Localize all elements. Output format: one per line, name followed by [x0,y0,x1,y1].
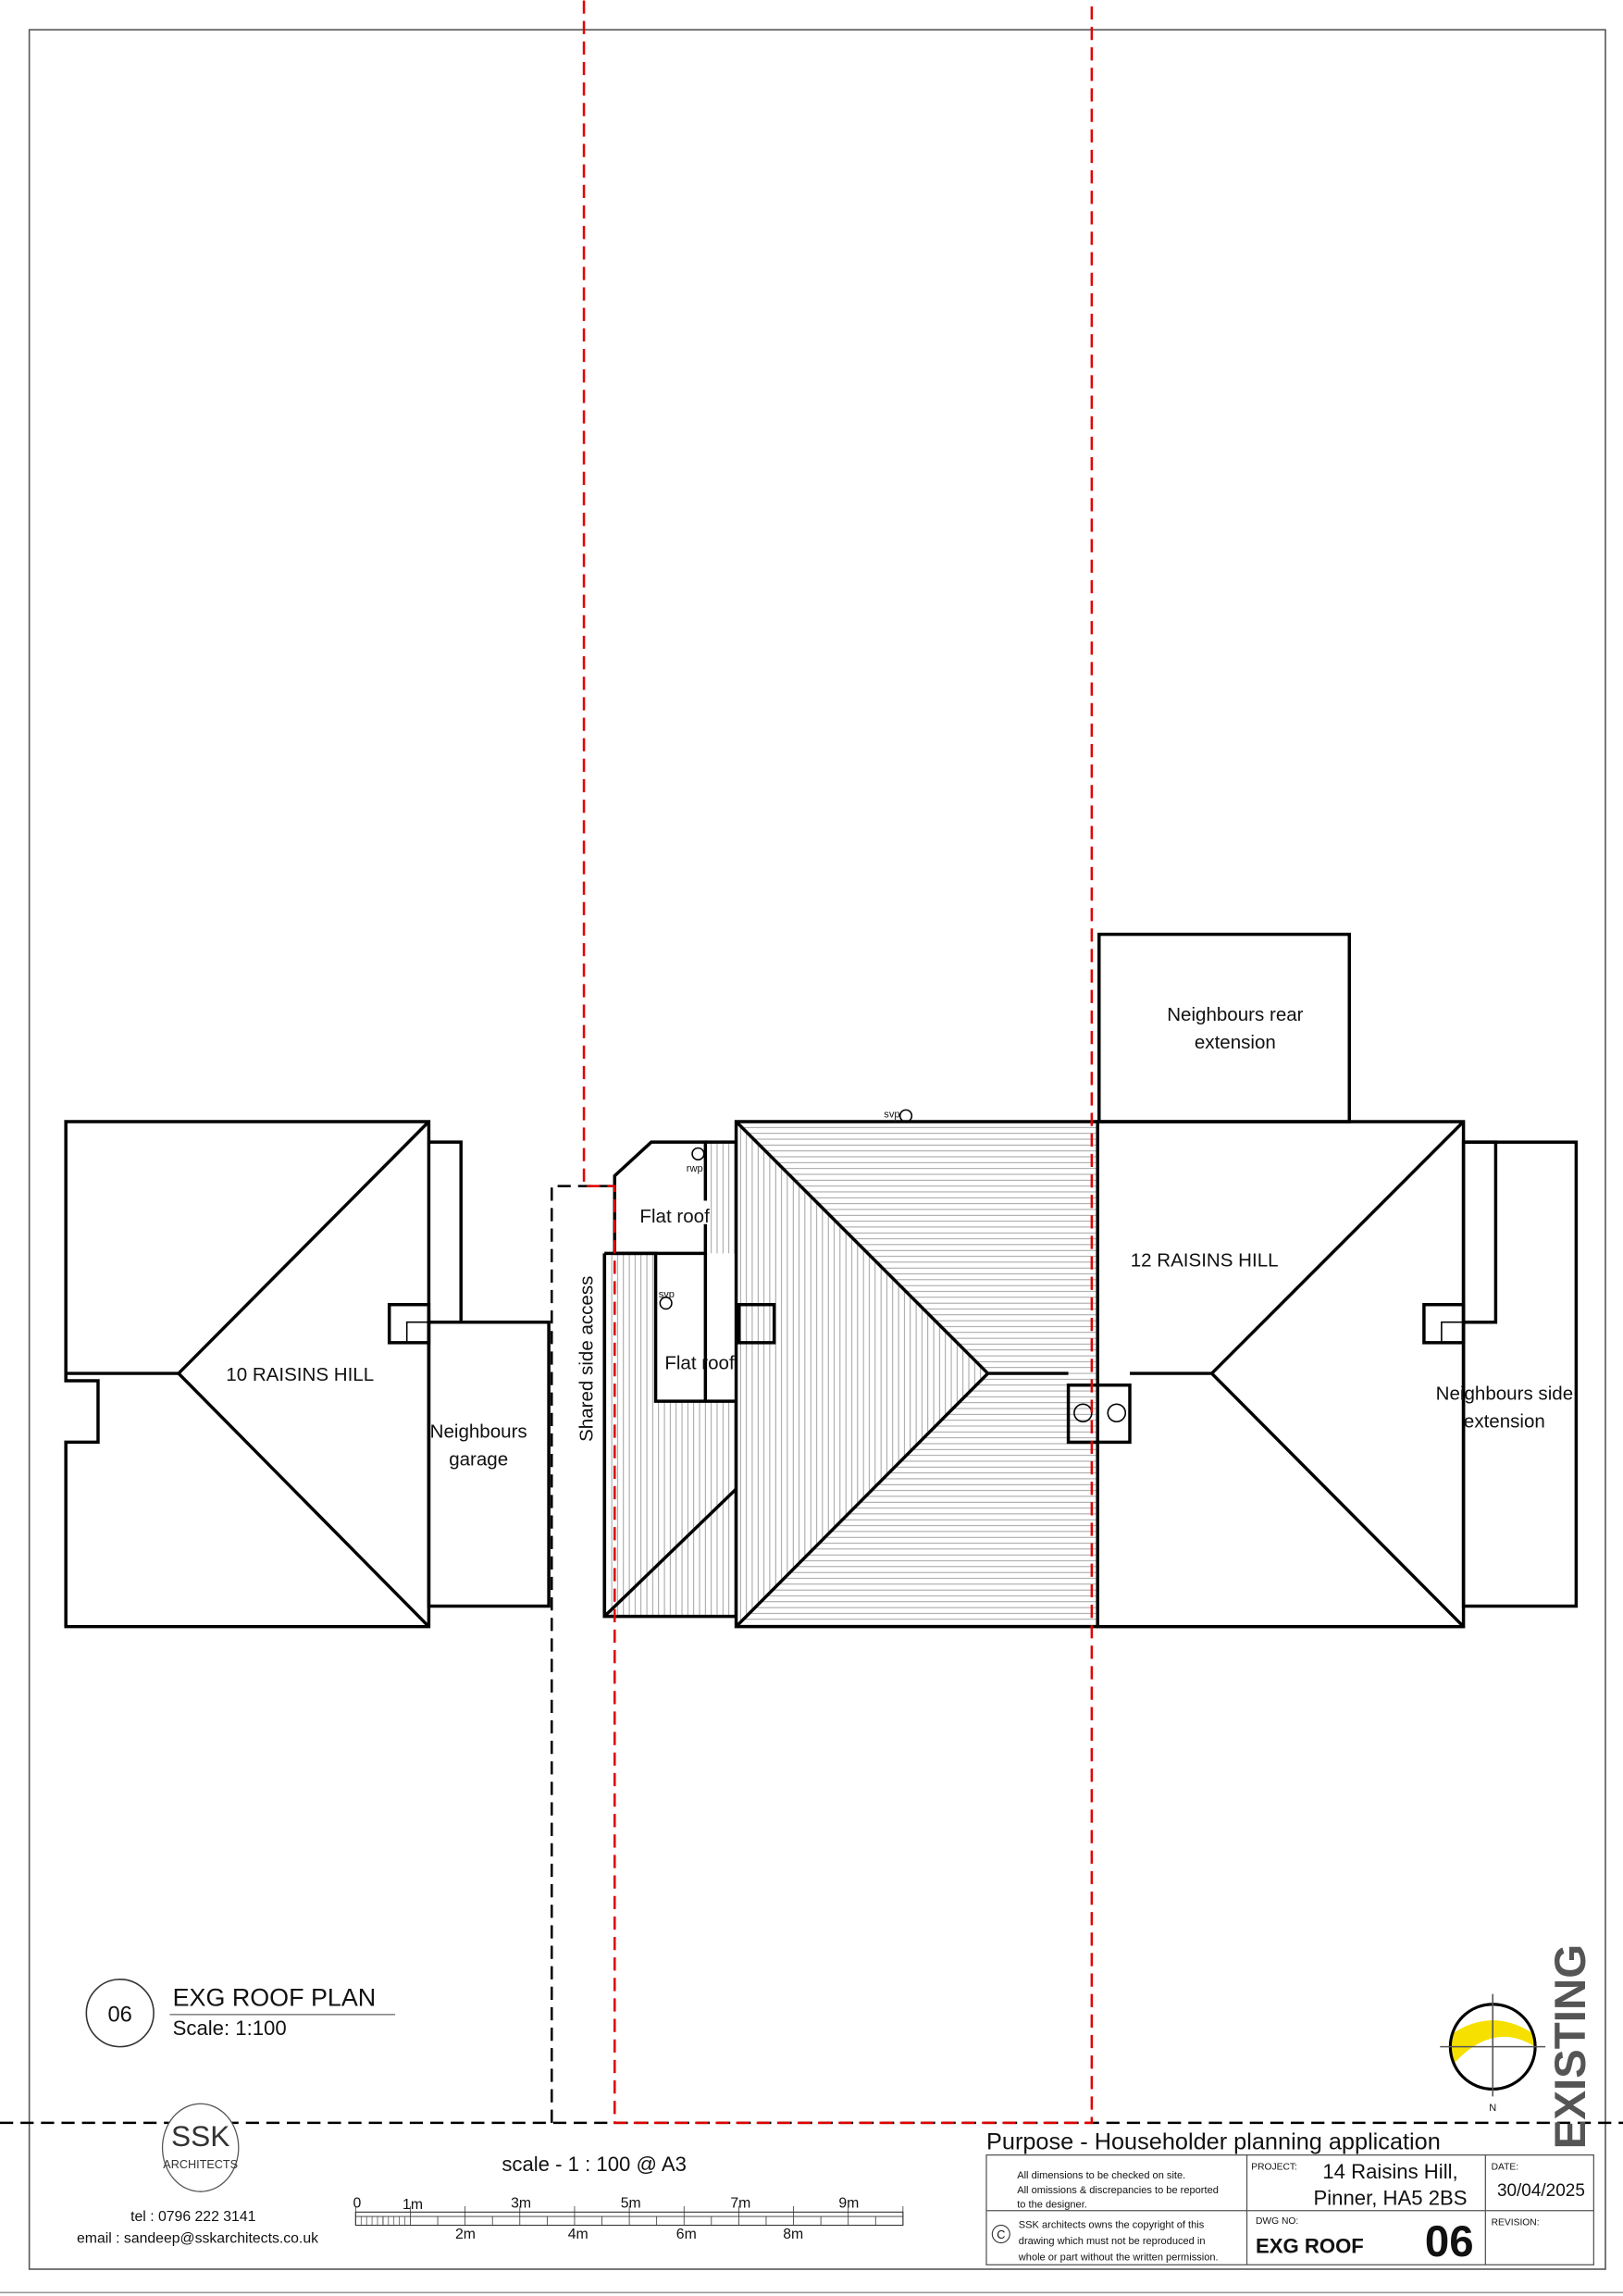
house-12-raisins-hill: 12 RAISINS HILL [1096,1120,1466,1629]
svg-text:Neighbours rear: Neighbours rear [1167,1004,1303,1025]
ssk-architects-logo: SSK ARCHITECTS [161,2103,240,2192]
svg-text:DATE:: DATE: [1492,2162,1518,2172]
site-boundary-lines [0,0,1623,2125]
neighbours-garage: Neighbours garage [427,1320,551,1608]
svg-text:All dimensions to be checked o: All dimensions to be checked on site. [1017,2170,1185,2181]
neighbours-rear-extension: Neighbours rear extension [1097,932,1351,1123]
svg-text:0: 0 [353,2196,362,2212]
svg-text:C: C [997,2228,1005,2241]
svg-text:EXG ROOF PLAN: EXG ROOF PLAN [173,1983,377,2011]
svg-text:svp: svp [659,1289,675,1300]
contact-email[interactable]: email : sandeep@sskarchitects.co.uk [77,2231,318,2247]
scale-text: scale - 1 : 100 @ A3 [502,2153,687,2176]
flat-roof-label: Flat roof [639,1206,710,1227]
svg-text:rwp: rwp [687,1163,703,1174]
svg-text:1m: 1m [403,2197,423,2213]
neighbours-side-extension: Neighbours side extension [1436,1140,1579,1608]
svg-text:garage: garage [449,1449,508,1471]
svg-text:6m: 6m [676,2227,697,2242]
house-10-raisins-hill: 10 RAISINS HILL [64,1120,463,1629]
svg-text:2m: 2m [455,2227,476,2242]
svg-text:30/04/2025: 30/04/2025 [1497,2181,1585,2201]
house-14-raisins-hill: rwp svp svp Flat roof Flat roof [602,1109,1132,1629]
svg-text:06: 06 [107,2004,131,2028]
svg-text:REVISION:: REVISION: [1492,2218,1540,2228]
svg-text:to the designer.: to the designer. [1017,2200,1087,2211]
title-block: Purpose - Householder planning applicati… [985,2128,1595,2266]
flat-roof-label: Flat roof [664,1352,735,1373]
svg-text:DWG NO:: DWG NO: [1256,2216,1298,2227]
svg-text:whole or part without the writ: whole or part without the written permis… [1018,2253,1219,2264]
svg-text:svp: svp [884,1109,899,1120]
svg-text:extension: extension [1195,1032,1276,1053]
svg-text:9m: 9m [838,2196,859,2212]
svg-text:PROJECT:: PROJECT: [1251,2162,1297,2172]
svg-text:4m: 4m [568,2227,588,2242]
svg-text:Neighbours side: Neighbours side [1436,1384,1573,1405]
svg-text:3m: 3m [511,2196,531,2212]
svg-text:7m: 7m [730,2196,750,2212]
svg-text:SSK: SSK [171,2119,229,2153]
svg-text:8m: 8m [783,2227,803,2242]
svg-text:Neighbours: Neighbours [430,1421,527,1443]
svg-text:12 RAISINS HILL: 12 RAISINS HILL [1131,1250,1279,1272]
shared-side-access-label: Shared side access [576,1276,598,1442]
drawing-frame [28,29,1606,2270]
svg-text:06: 06 [1425,2217,1474,2266]
scale-bar [354,2206,904,2227]
purpose-text: Purpose - Householder planning applicati… [986,2128,1441,2154]
svg-text:ARCHITECTS: ARCHITECTS [163,2158,238,2171]
svg-text:5m: 5m [621,2196,641,2212]
existing-stamp: EXISTING [1546,1944,1595,2149]
svg-text:Scale: 1:100: Scale: 1:100 [173,2017,287,2040]
north-compass-icon: N [1440,1993,1546,2114]
svg-text:drawing which must not be repr: drawing which must not be reproduced in [1019,2236,1206,2247]
svg-text:extension: extension [1464,1411,1545,1433]
svg-text:All omissions & discrepancies: All omissions & discrepancies to be repo… [1017,2185,1219,2196]
svg-text:EXG ROOF: EXG ROOF [1256,2235,1364,2258]
contact-tel: tel : 0796 222 3141 [130,2209,255,2225]
label-10-raisins-hill: 10 RAISINS HILL [226,1364,374,1385]
svg-text:SSK architects owns the copyri: SSK architects owns the copyright of thi… [1019,2220,1205,2231]
svg-text:14 Raisins Hill,: 14 Raisins Hill, [1322,2160,1457,2183]
svg-text:N: N [1489,2103,1496,2114]
svg-text:Pinner, HA5 2BS: Pinner, HA5 2BS [1314,2186,1468,2209]
drawing-title: 06 EXG ROOF PLAN Scale: 1:100 [85,1979,396,2048]
